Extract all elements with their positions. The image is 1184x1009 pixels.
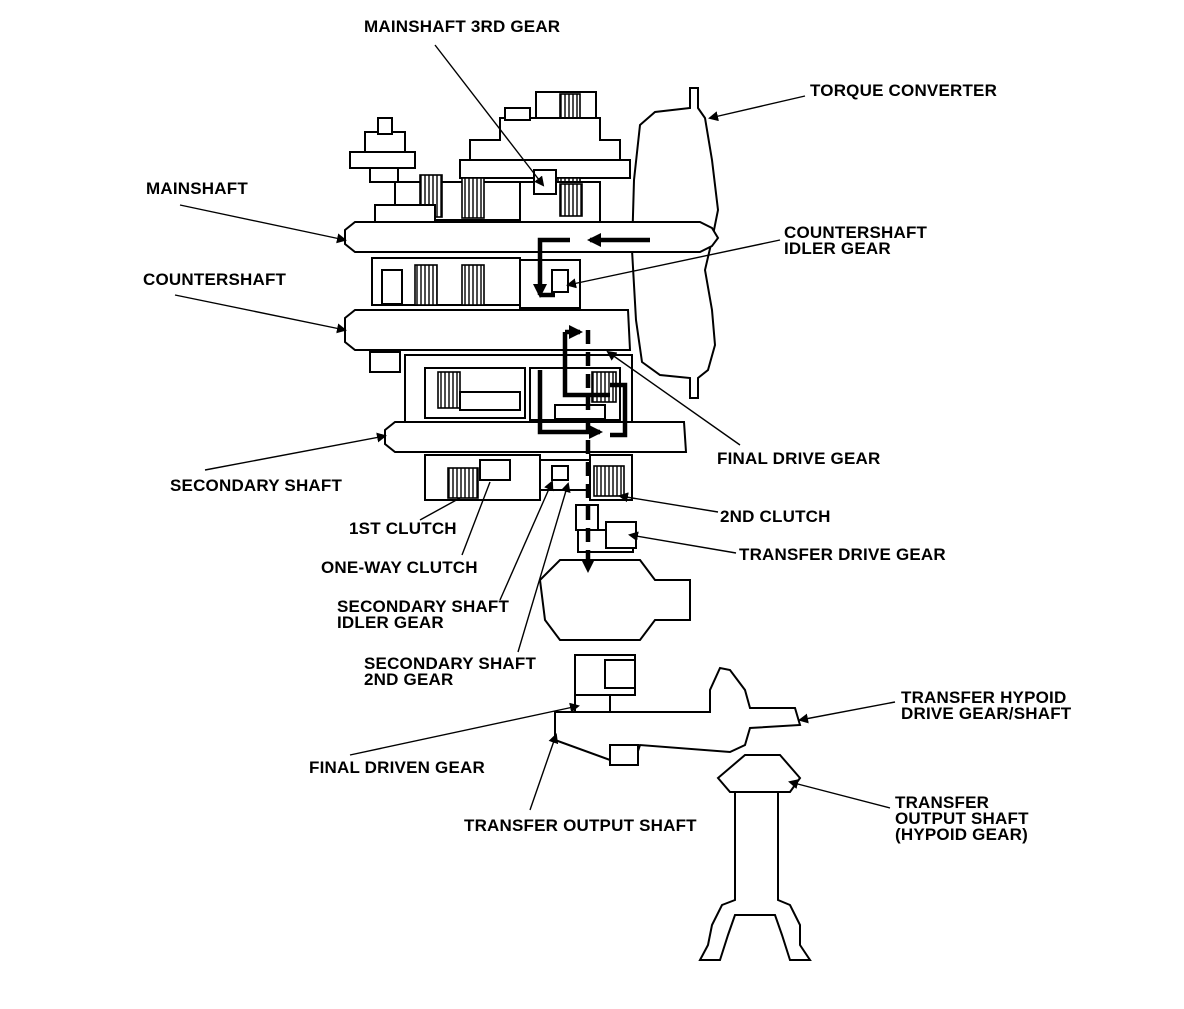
- transfer-section: [538, 504, 691, 713]
- label-one-way-clutch: ONE-WAY CLUTCH: [321, 558, 478, 577]
- secondary-shaft-gears: [369, 351, 633, 426]
- leader-lines: [174, 44, 896, 811]
- label-secondary-shaft-idler-gear-line1: SECONDARY SHAFT: [337, 597, 510, 616]
- hypoid-gear: [716, 754, 802, 793]
- label-secondary-shaft-2nd-gear-line2: 2ND GEAR: [364, 670, 454, 689]
- secondary-shaft: [384, 421, 688, 453]
- label-secondary-shaft-idler-gear-line2: IDLER GEAR: [337, 613, 444, 632]
- label-transfer-drive-gear: TRANSFER DRIVE GEAR: [739, 545, 946, 564]
- label-secondary-shaft: SECONDARY SHAFT: [170, 476, 343, 495]
- transfer-output-shaft-vertical: [698, 791, 812, 961]
- countershaft-gears: [371, 257, 581, 309]
- label-1st-clutch: 1ST CLUTCH: [349, 519, 457, 538]
- label-final-drive-gear: FINAL DRIVE GEAR: [717, 449, 881, 468]
- label-transfer-output-hypoid-line2: OUTPUT SHAFT: [895, 809, 1029, 828]
- mainshaft-upper-gears: [349, 91, 631, 224]
- label-transfer-output-shaft: TRANSFER OUTPUT SHAFT: [464, 816, 697, 835]
- label-torque-converter: TORQUE CONVERTER: [810, 81, 998, 100]
- power-flow-arrows: [533, 233, 650, 573]
- final-driven-gear-tab: [609, 744, 639, 766]
- lower-clutch-pack: [424, 454, 633, 501]
- label-transfer-output-hypoid-line3: (HYPOID GEAR): [895, 825, 1028, 844]
- label-transfer-hypoid-line2: DRIVE GEAR/SHAFT: [901, 704, 1072, 723]
- label-secondary-shaft-2nd-gear-line1: SECONDARY SHAFT: [364, 654, 537, 673]
- label-transfer-output-hypoid-line1: TRANSFER: [895, 793, 990, 812]
- countershaft: [344, 309, 632, 351]
- label-mainshaft: MAINSHAFT: [146, 179, 248, 198]
- label-2nd-clutch: 2ND CLUTCH: [720, 507, 831, 526]
- label-countershaft-idler-gear-line2: IDLER GEAR: [784, 239, 891, 258]
- label-countershaft: COUNTERSHAFT: [143, 270, 287, 289]
- label-mainshaft-3rd-gear: MAINSHAFT 3RD GEAR: [364, 17, 561, 36]
- mainshaft: [344, 221, 720, 253]
- label-countershaft-idler-gear-line1: COUNTERSHAFT: [784, 223, 928, 242]
- label-final-driven-gear: FINAL DRIVEN GEAR: [309, 758, 485, 777]
- label-transfer-hypoid-line1: TRANSFER HYPOID: [901, 688, 1067, 707]
